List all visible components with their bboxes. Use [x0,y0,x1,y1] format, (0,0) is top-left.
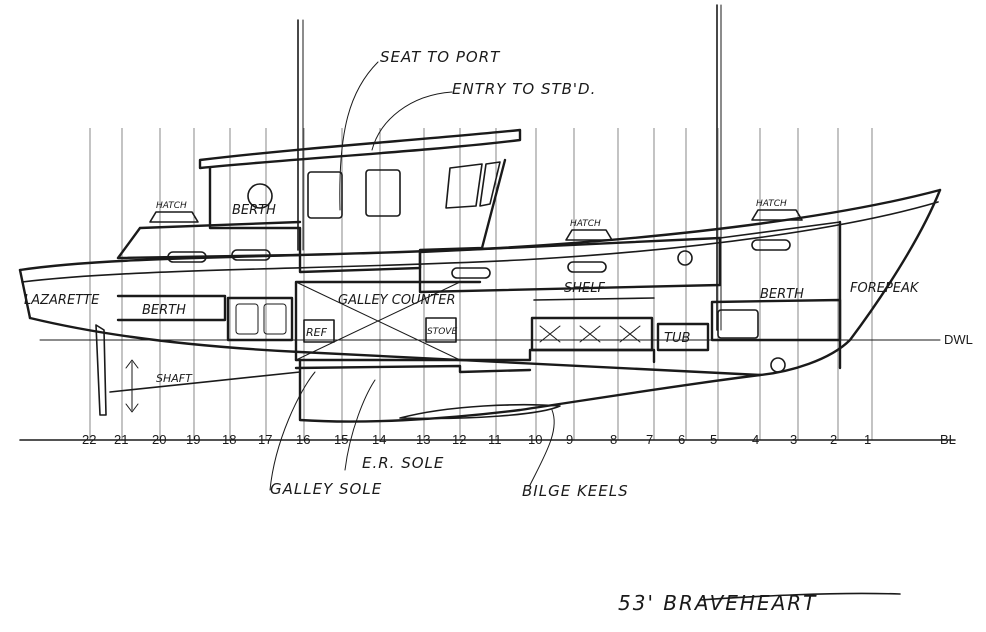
pilothouse-body [208,158,507,274]
label-shaft: SHAFT [156,372,193,385]
locker-door [235,303,259,335]
station-number: 10 [528,432,542,447]
label-dwl: DWL [944,332,973,347]
through-hull [770,357,786,373]
label-galley-sole: GALLEY SOLE [270,480,382,498]
station-number: 22 [82,432,96,447]
leader-galley-sole [269,371,316,491]
label-entry-to-stbd: ENTRY TO STB'D. [452,80,596,98]
station-number: 4 [752,432,759,447]
station-number: 17 [258,432,272,447]
label-shelf: SHELF [564,281,605,296]
fwd-locker [717,309,759,339]
station-number: 3 [790,432,797,447]
shaft-line [109,371,301,393]
porthole [247,183,273,209]
label-tub: TUB [664,331,690,346]
station-number: 20 [152,432,166,447]
transom [18,268,32,320]
ref-box [303,319,335,343]
leader-seat [339,61,379,211]
shelf [533,297,655,301]
tub [656,322,710,352]
station-number: 6 [678,432,685,447]
settee-cushions [539,325,641,343]
galley-floor [294,348,656,364]
pilothouse-window [365,169,401,217]
station-number: 7 [646,432,653,447]
label-stove: STOVE [427,327,457,337]
leader-entry [371,91,453,151]
station-number: 12 [452,432,466,447]
portlight [567,261,607,273]
hatch-fwd [751,209,803,221]
portlight [167,251,207,263]
station-number: 15 [334,432,348,447]
portlight [451,267,491,279]
stove-box [425,317,457,343]
stem [758,188,942,377]
pilothouse-window [307,171,343,219]
label-er-sole: E.R. SOLE [362,454,444,472]
label-forepeak: FOREPEAK [850,281,920,296]
porthole [677,250,693,266]
pilothouse-roof [198,128,522,170]
station-number: 11 [488,432,502,447]
bilge-keel [399,403,561,420]
shaft-arrow [125,359,139,413]
station-number: 2 [830,432,837,447]
rudder [95,324,107,416]
station-number: 16 [296,432,310,447]
label-bilge-keels: BILGE KEELS [522,482,629,500]
station-number: 21 [114,432,128,447]
label-ref: REF [306,326,328,339]
fwd-cabin-top [719,221,841,283]
label-bl: BL [940,432,956,447]
station-number: 18 [222,432,236,447]
leader-bilge-keels [529,409,555,486]
label-lazarette: LAZARETTE [24,293,100,308]
label-berth-fwd: BERTH [760,287,804,302]
label-galley-counter: GALLEY COUNTER [338,293,455,308]
portlight [751,239,791,251]
label-berth-aft: BERTH [142,303,186,318]
station-number: 13 [416,432,430,447]
label-hatch-fwd: HATCH [756,199,787,209]
aft-lockers [226,296,294,342]
pilothouse-window [445,163,483,209]
locker-door [263,303,287,335]
label-hatch-mid: HATCH [570,219,601,229]
bulwark-line [21,201,939,283]
settee [530,316,654,352]
station-number: 9 [566,432,573,447]
engine-room-bulkhead [294,280,482,362]
station-number: 8 [610,432,617,447]
pilothouse-window [479,161,501,207]
leader-er-sole [344,379,376,471]
hull-bottom [28,316,762,377]
label-seat-to-port: SEAT TO PORT [380,48,501,66]
hatch-aft [149,211,199,223]
fwd-house [418,236,722,294]
fwd-berth [710,298,842,342]
title-underline [699,592,901,601]
aft-cabin-top [116,220,302,260]
station-number: 19 [186,432,200,447]
engine-room-x [295,281,461,361]
station-number: 5 [710,432,717,447]
label-berth-upper: BERTH [232,203,276,218]
keel [298,358,762,423]
station-number: 14 [372,432,386,447]
aft-berth [116,294,227,322]
label-hatch-aft: HATCH [156,201,187,211]
portlight [231,249,271,261]
station-number: 1 [864,432,871,447]
hatch-mid [565,229,613,241]
galley-sole-line [294,364,532,374]
